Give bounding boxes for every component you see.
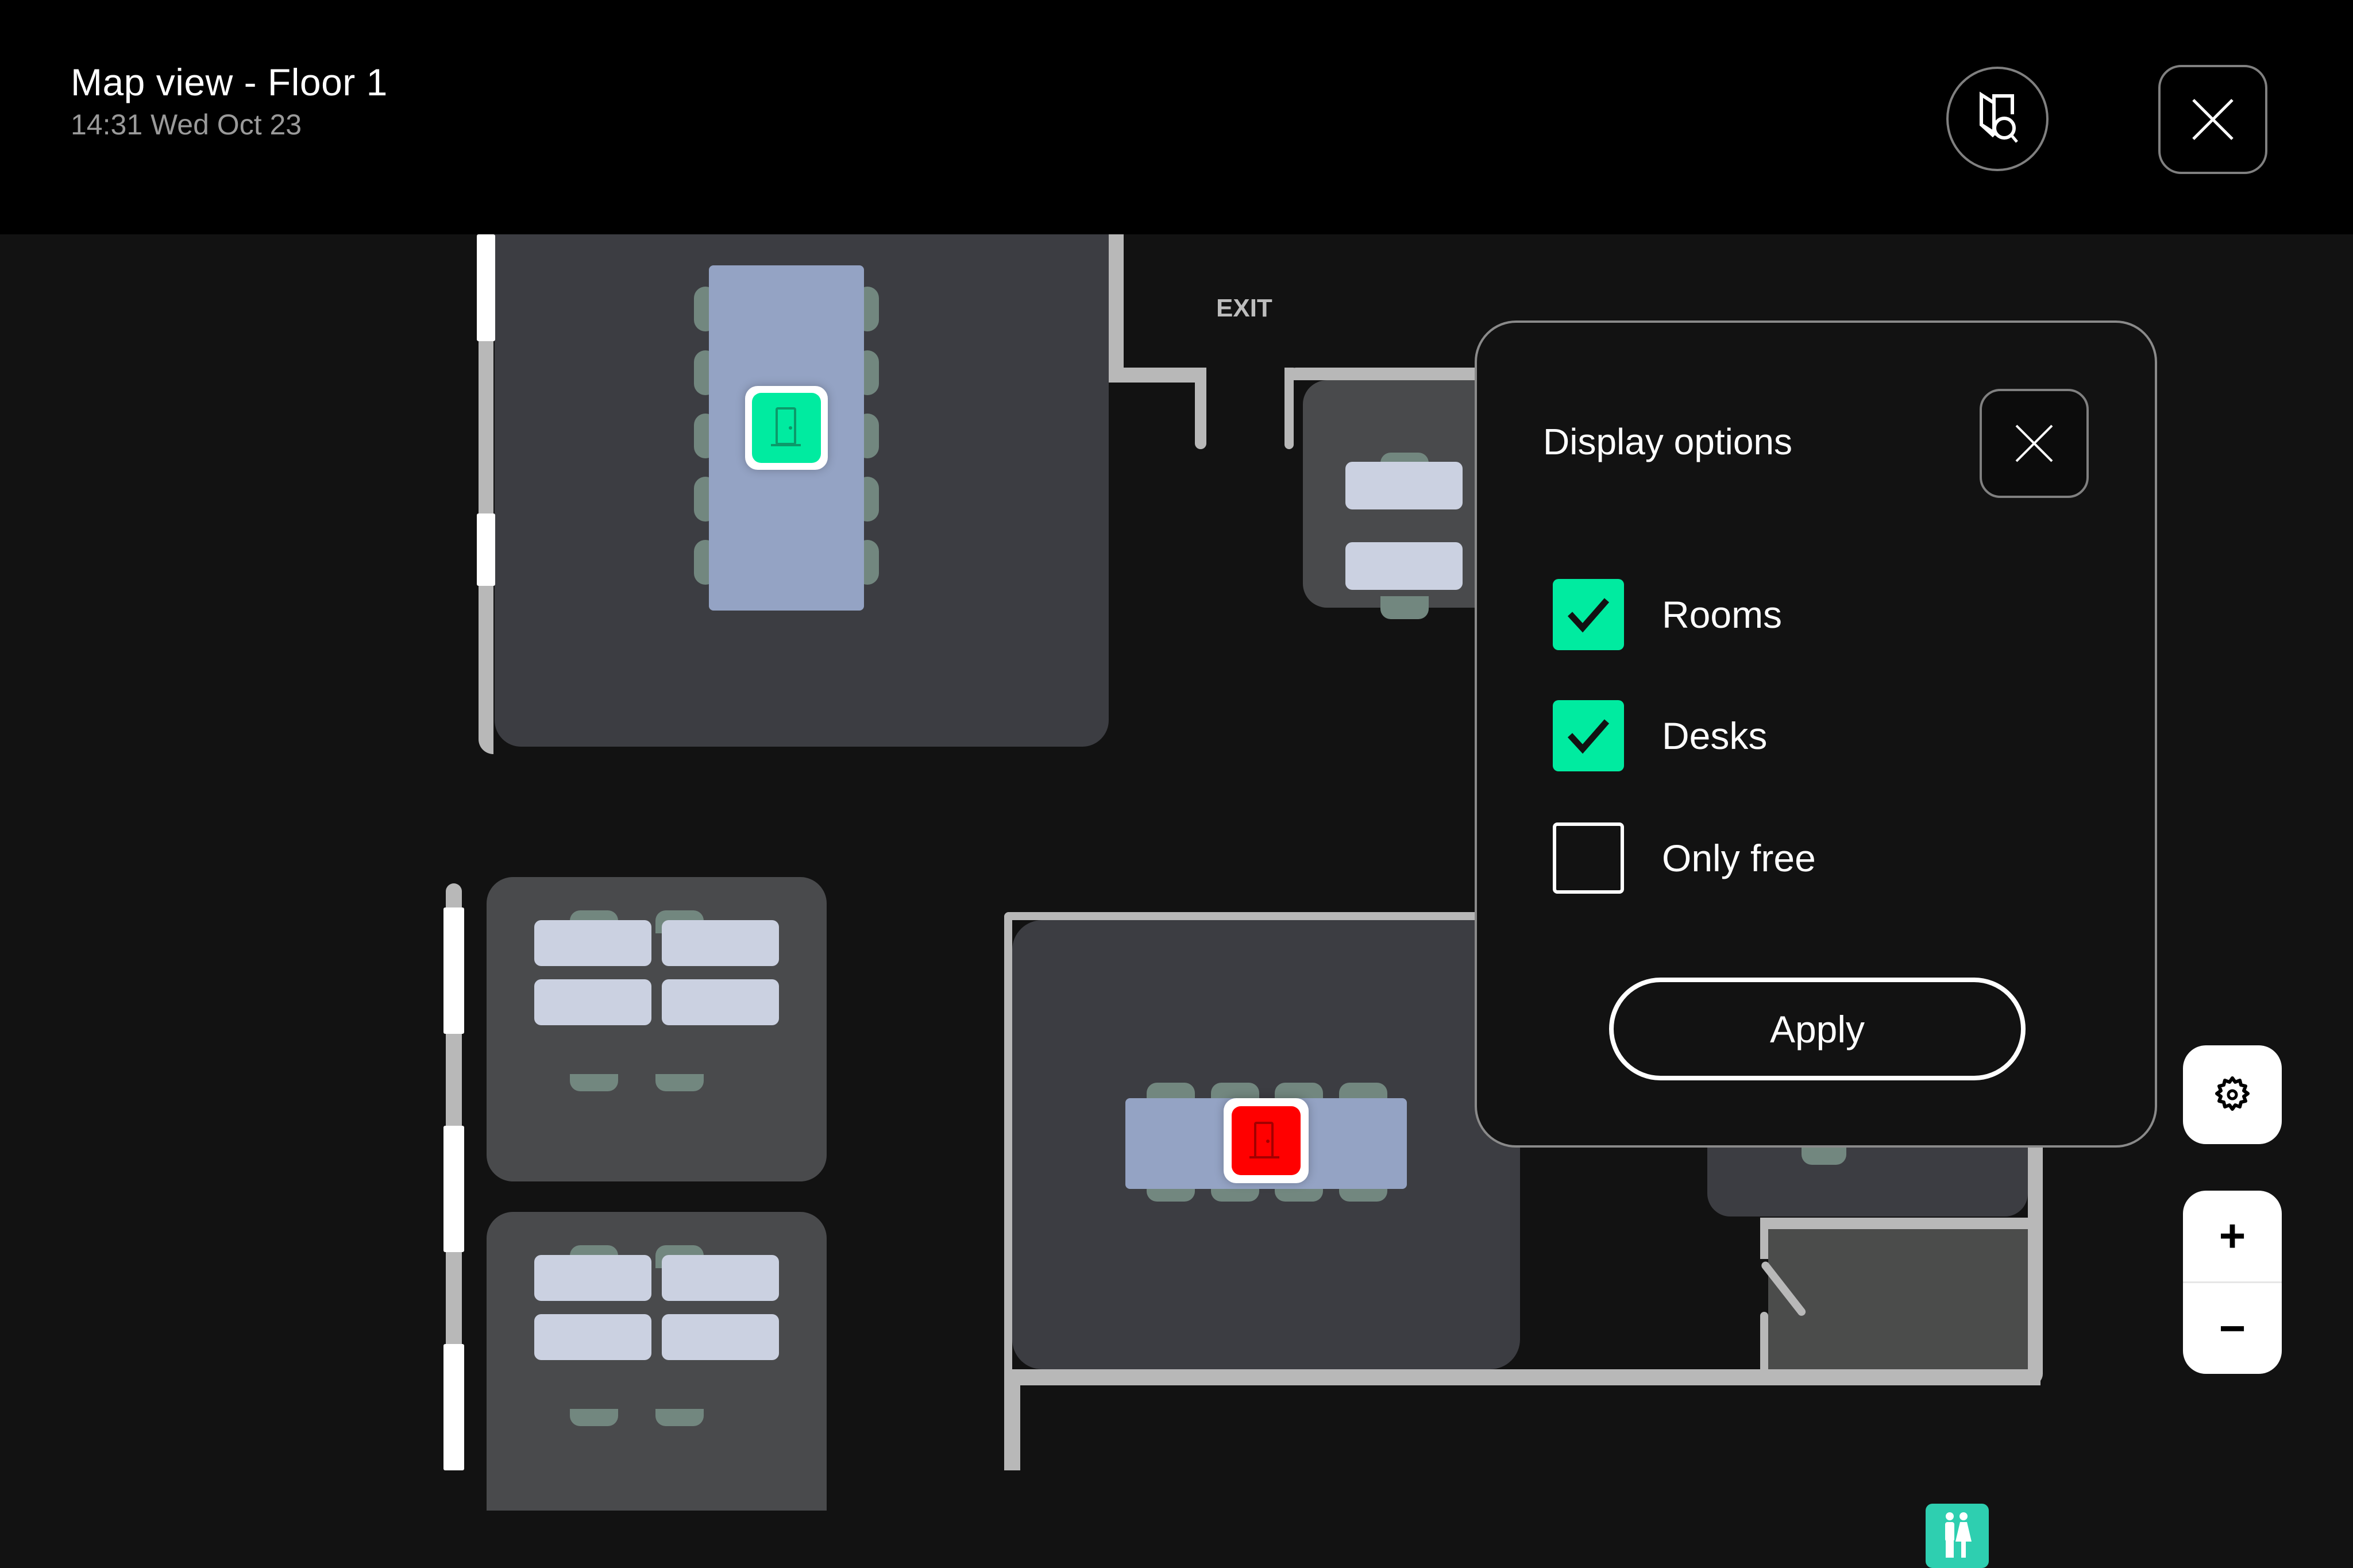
zoom-control: + − [2183, 1191, 2282, 1374]
chair [655, 1074, 704, 1091]
floor-map[interactable]: EXIT [0, 200, 2353, 1568]
display-options-panel: Display options Rooms Desks Only free Ap… [1475, 320, 2157, 1148]
desk[interactable] [1345, 462, 1463, 509]
wall [1195, 368, 1206, 449]
wall [1109, 234, 1124, 383]
wall [1004, 912, 1492, 920]
rooms-checkbox[interactable] [1553, 579, 1624, 650]
desk[interactable] [662, 920, 779, 966]
wall [1760, 1312, 1768, 1369]
panel-title: Display options [1543, 421, 1792, 462]
option-only-free[interactable]: Only free [1553, 822, 1816, 894]
zoom-in-button[interactable]: + [2219, 1210, 2246, 1261]
date-time: 14:31 Wed Oct 23 [71, 109, 302, 141]
desk[interactable] [534, 979, 651, 1025]
door-icon [1249, 1122, 1279, 1158]
close-icon [2015, 424, 2053, 462]
option-label: Desks [1662, 715, 1768, 757]
room-status-busy[interactable] [1224, 1098, 1309, 1183]
desk[interactable] [662, 1255, 779, 1301]
window [443, 1126, 464, 1252]
wall [1012, 1369, 1020, 1470]
chair [655, 1409, 704, 1426]
door-icon [771, 407, 801, 446]
window [443, 907, 464, 1034]
option-desks[interactable]: Desks [1553, 700, 1767, 771]
desk[interactable] [534, 1255, 651, 1301]
desk[interactable] [1345, 542, 1463, 590]
close-button[interactable] [2158, 65, 2267, 174]
checkmark-icon [1567, 719, 1610, 754]
wall [1109, 368, 1206, 383]
restroom[interactable] [1768, 1229, 2028, 1369]
wall [1760, 1218, 1768, 1259]
window [477, 234, 495, 341]
restroom-icon [1945, 1512, 1972, 1558]
apply-button[interactable]: Apply [1609, 978, 2026, 1080]
option-rooms[interactable]: Rooms [1553, 579, 1782, 650]
wall [1760, 1218, 2028, 1229]
option-label: Rooms [1662, 593, 1783, 636]
divider [2183, 1281, 2282, 1283]
settings-button[interactable] [2183, 1045, 2282, 1144]
option-label: Only free [1662, 837, 1816, 879]
close-icon [2192, 99, 2234, 140]
window [477, 513, 495, 586]
wall [1012, 1369, 2040, 1385]
chair [1802, 1148, 1846, 1165]
chair [570, 1409, 618, 1426]
only-free-checkbox[interactable] [1553, 822, 1624, 894]
desk[interactable] [662, 979, 779, 1025]
chair [1380, 596, 1429, 619]
window [443, 1344, 464, 1470]
desk[interactable] [534, 1314, 651, 1360]
panel-close-button[interactable] [1980, 389, 2089, 498]
wall [1284, 368, 1294, 449]
wall [2028, 1148, 2043, 1385]
door-search-icon [1980, 91, 2018, 143]
gear-icon [2215, 1076, 2250, 1111]
chair [570, 1074, 618, 1091]
restroom-marker[interactable] [1926, 1504, 1989, 1568]
wall [1004, 912, 1012, 1470]
header-bar: Map view - Floor 1 14:31 Wed Oct 23 [0, 0, 2353, 234]
desk[interactable] [534, 920, 651, 966]
desks-checkbox[interactable] [1553, 700, 1624, 771]
page-title: Map view - Floor 1 [71, 61, 388, 103]
exit-label: EXIT [1216, 294, 1272, 322]
desk[interactable] [662, 1314, 779, 1360]
find-room-button[interactable] [1946, 67, 2049, 171]
room-status-free[interactable] [745, 386, 828, 470]
zoom-out-button[interactable]: − [2219, 1303, 2246, 1354]
wall [1284, 368, 1480, 380]
checkmark-icon [1567, 598, 1610, 633]
